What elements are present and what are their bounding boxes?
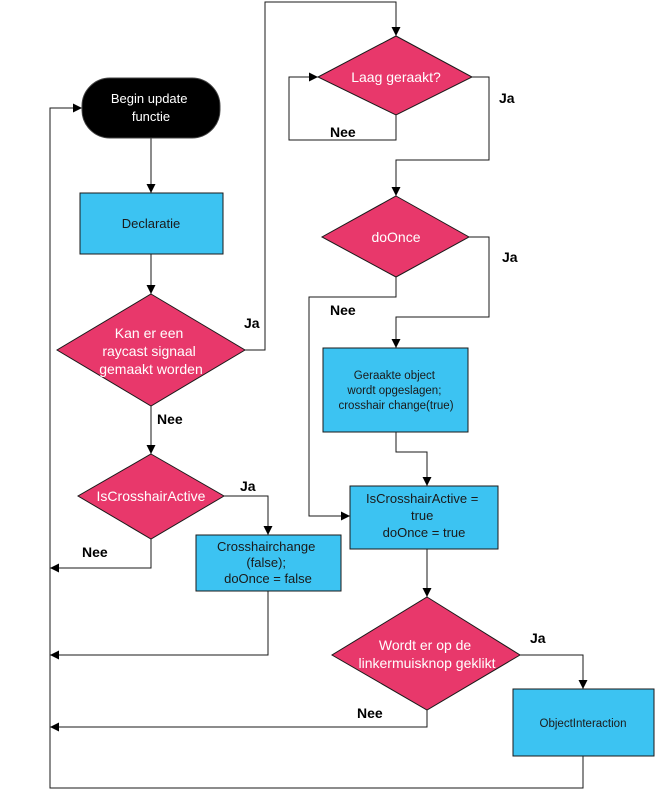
set-true-label: IsCrosshairActive = true doOnce = true: [366, 491, 482, 540]
laag-decision: Laag geraakt?: [316, 35, 474, 116]
klik-label: Wordt er op de linkermuisknop geklikt: [359, 637, 496, 671]
edge-laag-nee: [288, 72, 397, 141]
edge-loop-back: [49, 103, 584, 789]
declaratie-label: Declaratie: [122, 216, 181, 231]
edge-labels: Ja Nee Ja Nee Ja Nee Ja Nee Ja Nee: [82, 90, 546, 721]
interaction-label: ObjectInteraction: [540, 718, 627, 730]
crosshair-active-label: IsCrosshairActive: [97, 488, 206, 504]
edge-doonce-nee: [308, 277, 397, 521]
raycast-decision: Kan er een raycast signaal gemaakt worde…: [56, 293, 246, 407]
declaratie-process: Declaratie: [79, 192, 224, 255]
edge-raycast-ja: [245, 1, 401, 351]
edge-crosshair-ja: [224, 495, 273, 535]
klik-decision: Wordt er op de linkermuisknop geklikt: [331, 596, 521, 711]
edge-crosshair-nee: [50, 539, 152, 573]
edge-klik-ja: [520, 654, 588, 689]
crosshair-change-process: Crosshairchange (false); doOnce = false: [195, 534, 342, 592]
edge-klik-nee: [50, 710, 428, 732]
geraakt-process: Geraakte object wordt opgeslagen; crossh…: [322, 347, 469, 433]
laag-ja-label: Ja: [499, 90, 515, 106]
start-terminal: Begin update functie: [81, 77, 221, 139]
doonce-nee-label: Nee: [330, 302, 356, 318]
start-label: Begin update functie: [111, 91, 191, 124]
raycast-label: Kan er een raycast signaal gemaakt worde…: [99, 325, 203, 377]
doonce-label: doOnce: [371, 229, 420, 245]
set-true-process: IsCrosshairActive = true doOnce = true: [349, 485, 499, 550]
laag-label: Laag geraakt?: [351, 69, 441, 85]
interaction-process: ObjectInteraction: [512, 688, 655, 757]
edge-crosshairchange-return: [50, 591, 269, 660]
connectors: [49, 1, 588, 789]
edge-laag-ja: [391, 76, 490, 196]
raycast-nee-label: Nee: [157, 411, 183, 427]
geraakt-label: Geraakte object wordt opgeslagen; crossh…: [338, 370, 453, 412]
crosshair-nee-label: Nee: [82, 544, 108, 560]
klik-nee-label: Nee: [357, 705, 383, 721]
edge-doonce-ja: [391, 236, 490, 348]
doonce-ja-label: Ja: [502, 249, 518, 265]
crosshair-active-decision: IsCrosshairActive: [77, 453, 225, 540]
laag-nee-label: Nee: [330, 124, 356, 140]
crosshair-ja-label: Ja: [240, 478, 256, 494]
raycast-ja-label: Ja: [244, 315, 260, 331]
doonce-decision: doOnce: [320, 195, 471, 278]
klik-ja-label: Ja: [530, 630, 546, 646]
edge-geraakt-settrue: [395, 432, 432, 486]
crosshair-change-label: Crosshairchange (false); doOnce = false: [217, 539, 319, 586]
